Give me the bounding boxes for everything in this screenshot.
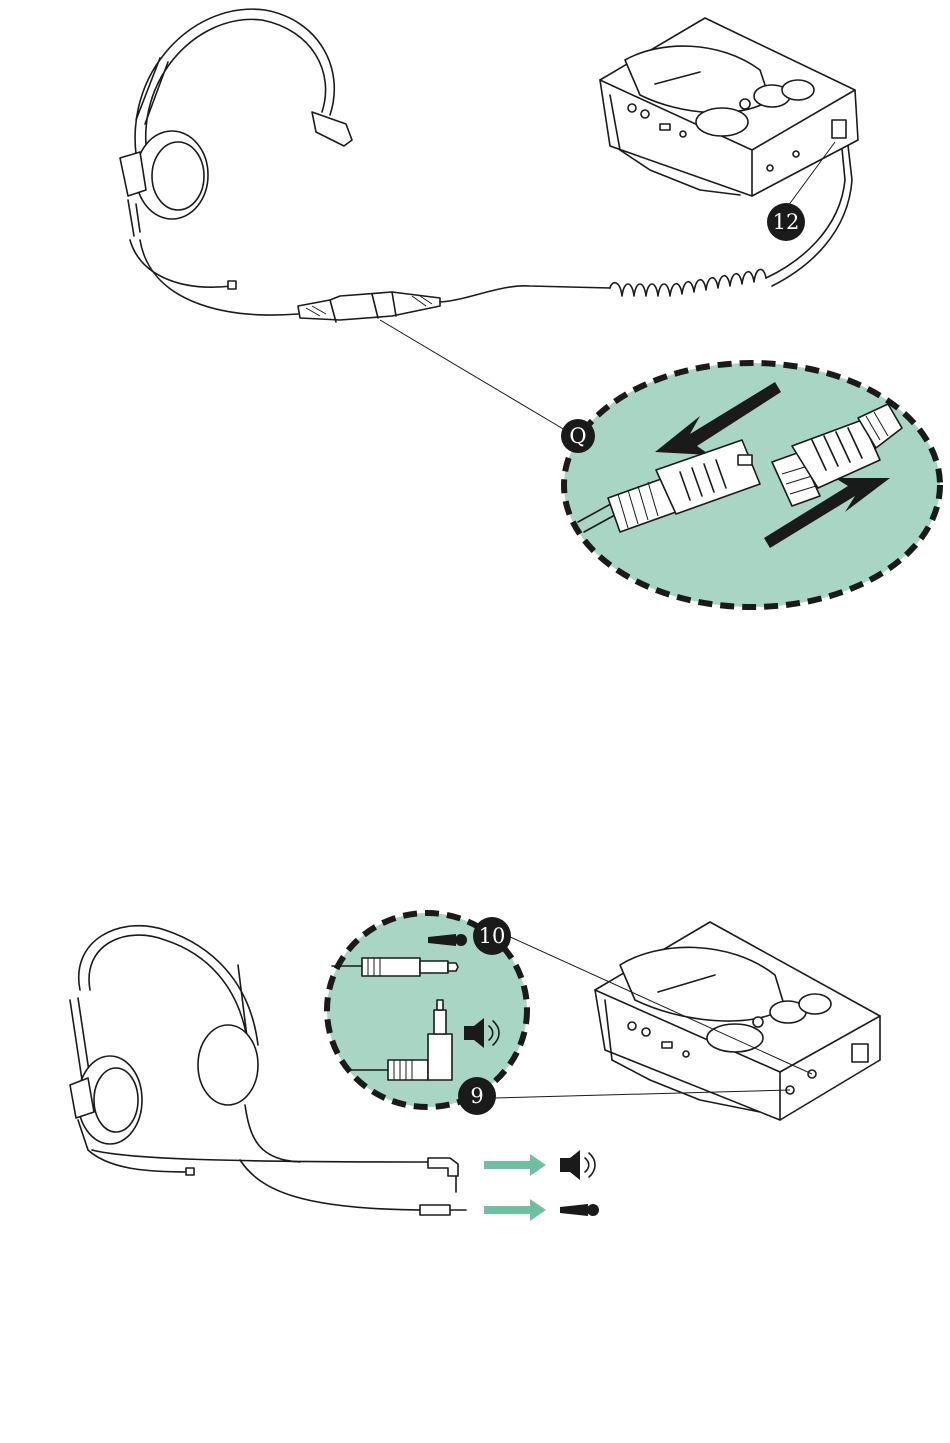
callout-q: Q bbox=[561, 419, 595, 453]
callout-9: 9 bbox=[458, 1077, 496, 1115]
routing-legend bbox=[484, 1150, 599, 1221]
leader-q bbox=[380, 320, 565, 430]
callout-q-label: Q bbox=[569, 424, 586, 448]
top-amplifier bbox=[600, 18, 858, 196]
callout-9-label: 9 bbox=[470, 1084, 483, 1108]
quick-disconnect-detail bbox=[564, 363, 940, 607]
speaker-icon bbox=[560, 1150, 595, 1180]
callout-12-label: 12 bbox=[773, 210, 800, 234]
callout-10: 10 bbox=[473, 917, 511, 955]
callout-10-label: 10 bbox=[479, 924, 506, 948]
arrow-right-icon bbox=[484, 1154, 546, 1176]
bottom-amplifier bbox=[595, 922, 880, 1120]
microphone-icon bbox=[560, 1204, 599, 1216]
arrow-right-icon bbox=[484, 1199, 546, 1221]
